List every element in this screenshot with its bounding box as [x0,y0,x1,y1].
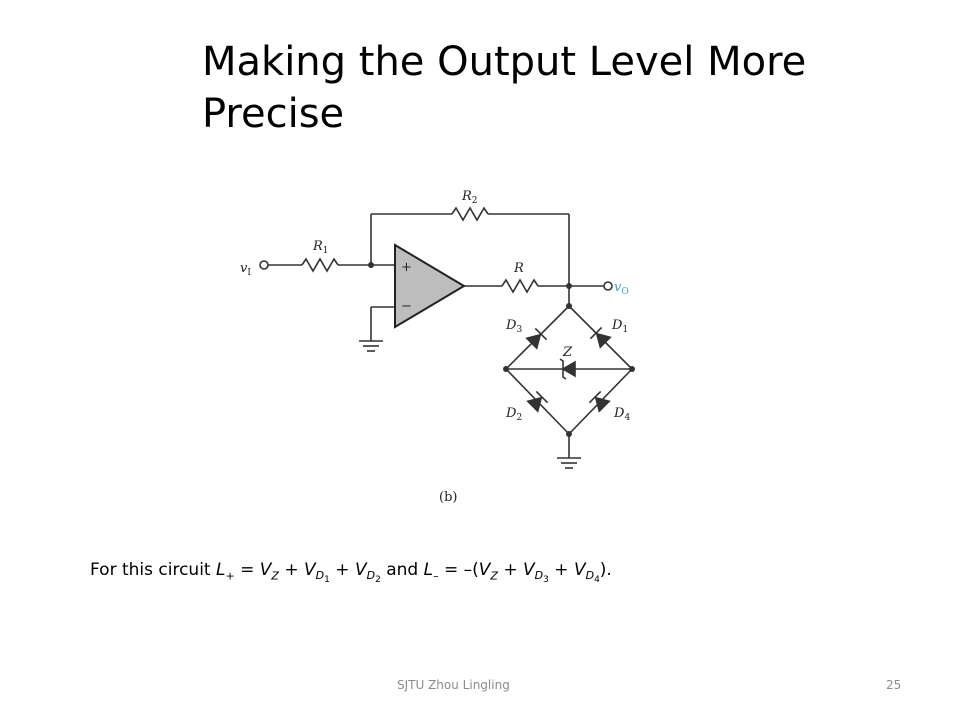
r1-label: R1 [312,239,329,256]
footer-text: SJTU Zhou Lingling [397,678,510,692]
input-label: vI [240,261,251,278]
output-terminal [603,281,613,291]
diodes [525,326,612,413]
diode-d4 [588,390,611,413]
plus-input-label: + [401,260,412,275]
r1-resistor [301,257,339,273]
d4-label: D4 [613,406,630,423]
title-line-1: Making the Output Level More [202,39,807,85]
diode-d1 [589,326,612,349]
r-resistor [501,278,539,294]
formula-text: For this circuit L+ = VZ + VD1 + VD2 and… [90,560,612,586]
z-label: Z [562,345,573,360]
d1-label: D1 [611,318,628,335]
figure-caption: (b) [439,490,457,505]
slide-title: Making the Output Level More Precise [202,36,922,140]
minus-input-label: − [401,299,412,314]
page-number: 25 [886,678,902,692]
d3-label: D3 [505,318,522,335]
zener-diode [559,358,576,380]
title-line-2: Precise [202,91,345,137]
r2-label: R2 [461,189,478,206]
output-label: vO [614,280,629,297]
diode-d3 [525,327,548,350]
op-amp [394,243,466,329]
input-terminal [259,260,269,270]
r-label: R [513,261,524,276]
d2-label: D2 [505,406,522,423]
r2-resistor [451,206,489,222]
diode-d2 [526,390,549,413]
